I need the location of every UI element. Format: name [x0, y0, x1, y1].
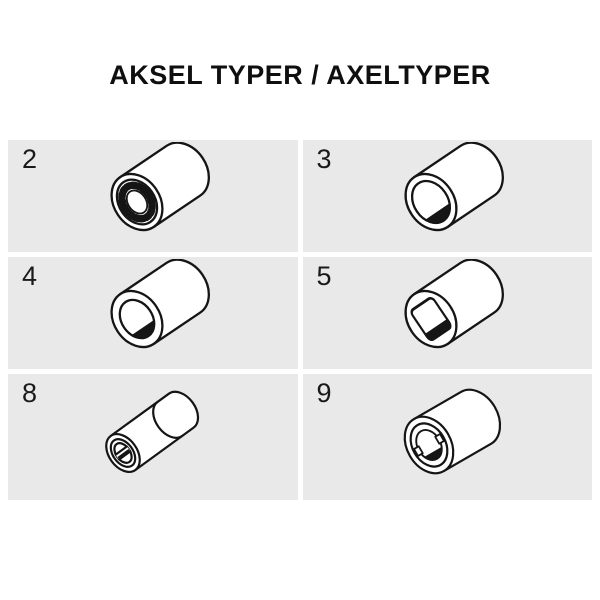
axle-type-cell-4: 4 — [8, 257, 298, 369]
page-title: AKSEL TYPER / AXELTYPER — [109, 60, 491, 90]
axle-type-cell-9: 9 — [302, 374, 592, 500]
axle-type-number: 9 — [316, 378, 332, 408]
flat-bore-axle-icon — [110, 259, 210, 349]
axle-type-cell-3: 3 — [302, 140, 592, 252]
splined-bore-axle-icon — [110, 142, 210, 232]
axle-type-number: 8 — [22, 378, 38, 408]
notched-bore-axle-icon — [403, 388, 502, 475]
square-bore-axle-icon — [404, 259, 505, 349]
axle-type-number: 4 — [22, 261, 38, 291]
axle-type-number: 2 — [22, 144, 38, 174]
axle-type-cell-2: 2 — [8, 140, 298, 252]
axle-type-number: 3 — [316, 144, 332, 174]
d-bore-axle-icon — [404, 142, 505, 232]
axle-type-cell-8: 8 — [8, 374, 298, 500]
axle-type-grid: 2 3 — [8, 140, 592, 500]
axle-type-cell-5: 5 — [302, 257, 592, 369]
axle-type-number: 5 — [316, 261, 332, 291]
slotted-bore-axle-icon — [104, 390, 199, 473]
